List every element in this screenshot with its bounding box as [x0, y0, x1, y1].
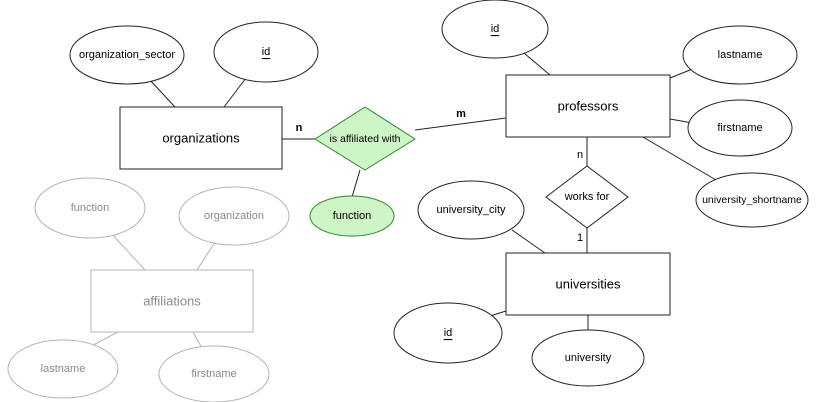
connector-relationship-function [351, 169, 361, 198]
attribute-lastname[interactable]: lastname [682, 25, 798, 85]
attribute-organization-sector[interactable]: organization_sector [69, 25, 185, 85]
attribute-org-id[interactable]: id [213, 21, 319, 83]
connector-aff-function [109, 231, 146, 271]
svg-text:university: university [565, 352, 612, 364]
svg-text:lastname: lastname [41, 363, 86, 375]
entity-organizations[interactable]: organizations [119, 106, 283, 170]
svg-text:function: function [333, 210, 372, 222]
attribute-university[interactable]: university [531, 329, 645, 387]
connector-prof-shortname [642, 136, 717, 181]
svg-text:university_shortname: university_shortname [702, 194, 802, 206]
attribute-aff-firstname[interactable]: firstname [158, 345, 270, 402]
attribute-prof-id[interactable]: id [441, 0, 549, 59]
svg-text:function: function [71, 202, 110, 214]
attribute-university-city[interactable]: university_city [417, 180, 525, 240]
connector-relationship-professors [414, 117, 507, 131]
svg-text:organizations: organizations [162, 131, 240, 146]
svg-text:id: id [262, 46, 271, 58]
svg-text:id: id [491, 23, 500, 35]
cardinality-org-side: n [296, 122, 303, 134]
connector-org-id [223, 77, 247, 108]
entity-affiliations[interactable]: affiliations [90, 269, 254, 333]
svg-text:lastname: lastname [718, 49, 763, 61]
attribute-aff-function[interactable]: function [34, 177, 146, 239]
svg-text:firstname: firstname [717, 122, 762, 134]
connector-uni-city [511, 229, 546, 254]
attribute-aff-lastname[interactable]: lastname [7, 339, 119, 399]
svg-text:is affiliated with: is affiliated with [329, 133, 400, 145]
connector-org-sector [147, 77, 176, 108]
cardinality-prof-side: m [456, 108, 466, 120]
relationship-is-affiliated-with[interactable]: is affiliated with [314, 106, 416, 171]
svg-text:organization_sector: organization_sector [79, 49, 175, 61]
svg-text:firstname: firstname [191, 368, 236, 380]
svg-text:id: id [444, 327, 453, 339]
attribute-university-shortname[interactable]: university_shortname [695, 172, 809, 228]
svg-text:organization: organization [204, 210, 264, 222]
svg-text:works for: works for [564, 191, 610, 203]
cardinality-uni-works: 1 [577, 232, 583, 244]
attribute-uni-id[interactable]: id [393, 302, 503, 364]
svg-text:universities: universities [555, 277, 621, 292]
attribute-aff-organization[interactable]: organization [178, 186, 290, 246]
svg-text:professors: professors [558, 99, 619, 114]
connector-aff-organization [196, 241, 216, 271]
svg-text:affiliations: affiliations [143, 294, 201, 309]
svg-text:university_city: university_city [436, 204, 506, 216]
cardinality-prof-works: n [577, 149, 583, 161]
entity-professors[interactable]: professors [505, 74, 671, 138]
connector-uni-id [489, 310, 507, 317]
entity-universities[interactable]: universities [505, 252, 671, 316]
relationship-works-for[interactable]: works for [545, 165, 629, 229]
attribute-firstname[interactable]: firstname [687, 99, 793, 157]
attribute-relationship-function[interactable]: function [309, 195, 395, 237]
